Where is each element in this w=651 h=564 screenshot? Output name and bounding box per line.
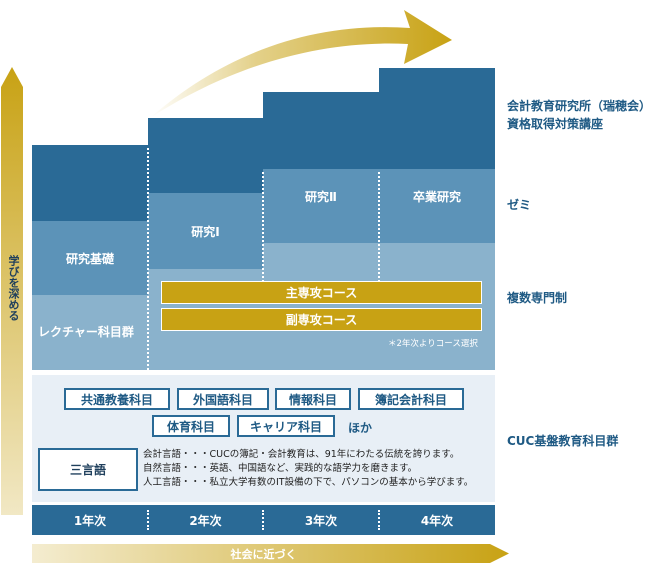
chip-taiiku: 体育科目 (152, 415, 230, 437)
kenkyu-2-label: 研究Ⅱ (305, 189, 337, 204)
desc-accounting-language: 会計言語・・・CUCの簿記・会計教育は、91年にわたる伝統を誇ります。 (143, 449, 460, 460)
deepen-learning-label: 学びを深める (7, 255, 20, 321)
separator-1-2 (147, 148, 149, 370)
year-sep-3 (378, 510, 380, 530)
lecture-label: レクチャー科目群 (38, 325, 134, 339)
progress-curve-arrow (150, 10, 452, 118)
three-languages-box: 三言語 (38, 448, 138, 491)
approach-society-arrow (32, 544, 509, 563)
course-selection-note: ＊2年次よりコース選択 (388, 339, 478, 349)
step1-top (32, 145, 148, 221)
chip-career: キャリア科目 (237, 415, 335, 437)
approach-society-label: 社会に近づく (230, 547, 297, 561)
sub-major-course-label: 副専攻コース (285, 313, 358, 327)
institute-line2: 資格取得対策講座 (507, 117, 604, 131)
step4-top (379, 68, 495, 169)
sotsugyo-label: 卒業研究 (412, 189, 461, 204)
year-sep-2 (262, 510, 264, 530)
kenkyu-1-block: 研究Ⅰ (148, 193, 263, 269)
lecture-block (32, 295, 148, 370)
sub-major-course-bar: 副専攻コース (161, 308, 482, 331)
col3-light (263, 243, 379, 370)
institute-line1: 会計教育研究所（瑞穂会） (507, 99, 651, 113)
chip-joho: 情報科目 (275, 388, 351, 410)
desc-natural-language: 自然言語・・・英語、中国語など、実践的な語学力を磨きます。 (143, 463, 418, 474)
others-label: ほか (348, 421, 373, 435)
year-3: 3年次 (304, 513, 338, 528)
institute-label: 会計教育研究所（瑞穂会） 資格取得対策講座 (507, 97, 651, 133)
year-4: 4年次 (420, 513, 454, 528)
seminar-label: ゼミ (507, 198, 532, 212)
chip-kyoyo: 共通教養科目 (64, 388, 170, 410)
deepen-learning-arrow (1, 67, 23, 515)
year-sep-1 (147, 510, 149, 530)
step2-top (148, 118, 263, 193)
chip-gaikokugo: 外国語科目 (177, 388, 269, 410)
sotsugyo-block: 卒業研究 (379, 169, 495, 243)
language-descriptions: 会計言語・・・CUCの簿記・会計教育は、91年にわたる伝統を誇ります。 自然言語… (143, 448, 473, 490)
step3-top (263, 92, 379, 169)
kenkyu-kiso-label: 研究基礎 (65, 251, 114, 266)
year-2: 2年次 (189, 513, 222, 528)
separator-2-3 (262, 172, 264, 282)
kenkyu-2-block: 研究Ⅱ (263, 169, 379, 243)
year-1: 1年次 (73, 513, 107, 528)
kenkyu-kiso-block: 研究基礎 (32, 221, 148, 295)
kenkyu-1-label: 研究Ⅰ (191, 224, 220, 239)
cuc-base-label: CUC基盤教育科目群 (507, 434, 619, 448)
desc-artificial-language: 人工言語・・・私立大学有数のIT設備の下で、パソコンの基本から学びます。 (143, 477, 474, 488)
separator-3-4 (378, 172, 380, 282)
multiple-major-label: 複数専門制 (507, 291, 568, 305)
three-languages-label: 三言語 (69, 463, 106, 477)
main-major-course-bar: 主専攻コース (161, 281, 482, 304)
col4-light (379, 243, 495, 370)
main-major-course-label: 主専攻コース (285, 286, 358, 300)
chip-boki: 簿記会計科目 (358, 388, 464, 410)
